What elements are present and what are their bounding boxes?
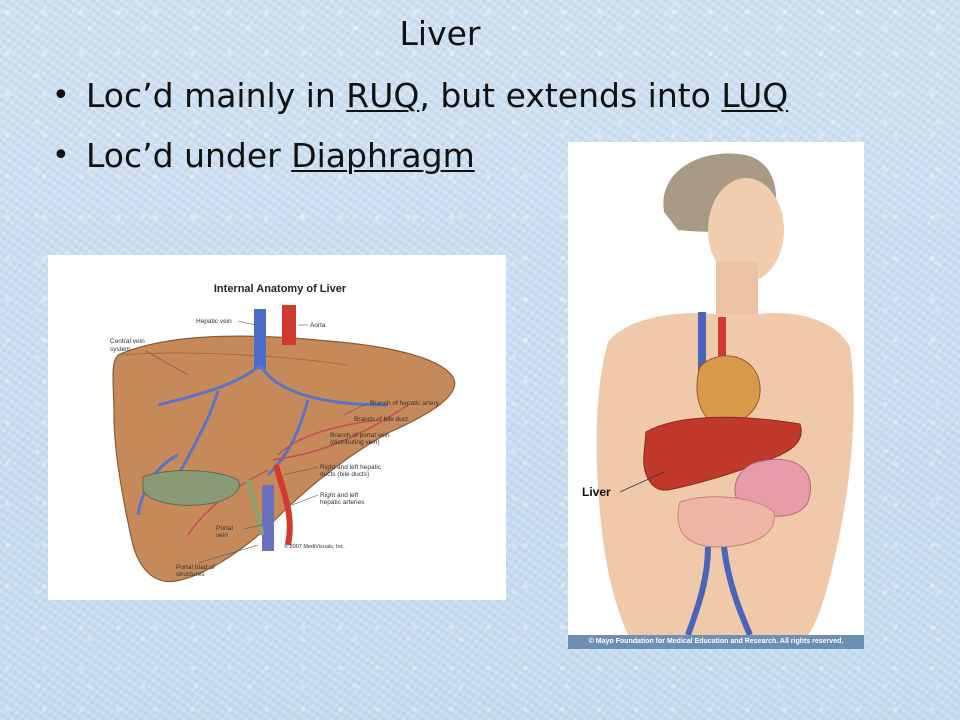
gallbladder-shape — [142, 470, 240, 506]
label-hepatic-ducts: Right and left hepatic — [320, 464, 382, 471]
bullet-text-part: Loc’d mainly in — [86, 76, 347, 115]
head-shape — [708, 178, 784, 282]
aorta-body-shape — [718, 317, 726, 372]
label-aorta: Aorta — [310, 322, 326, 329]
label-portal-triad: Portal triad of — [176, 564, 215, 571]
hepatic-vein-shape — [254, 309, 266, 369]
figure-title: Internal Anatomy of Liver — [214, 283, 347, 295]
bullet-list: • Loc’d mainly in RUQ, but extends into … — [52, 66, 788, 186]
bullet-text-part: Loc’d under — [86, 136, 292, 175]
label-portal-branch: Branch of portal vein — [330, 432, 390, 439]
liver-illustration: Internal Anatomy of Liver — [110, 283, 456, 583]
label-portal-vein: Portal — [216, 525, 234, 532]
figure-copyright: © 2007 MediVisuals, Inc. — [284, 543, 345, 550]
bullet-text: Loc’d mainly in RUQ, but extends into LU… — [86, 72, 788, 120]
bullet-item: • Loc’d under Diaphragm — [52, 126, 788, 186]
label-central-vein: Central vein — [110, 338, 145, 345]
label-portal-branch-2: (distributing vein) — [330, 439, 380, 446]
bullet-dot-icon: • — [52, 138, 70, 173]
underlined-term: RUQ — [346, 76, 420, 115]
underlined-term: LUQ — [721, 76, 789, 115]
label-central-vein-2: system — [110, 346, 131, 353]
slide-title: Liver — [399, 14, 481, 53]
label-liver: Liver — [582, 485, 611, 499]
aorta-shape — [282, 305, 296, 345]
underlined-term: Diaphragm — [291, 136, 475, 175]
bile-duct-shape — [245, 479, 265, 536]
label-hepatic-ducts-2: ducts (bile ducts) — [320, 471, 369, 478]
label-hepatic-arteries-2: hepatic arteries — [320, 499, 365, 506]
hepatic-artery-shape — [273, 464, 293, 546]
leader-lines — [145, 320, 369, 564]
leader-line-liver — [619, 471, 665, 493]
label-portal-triad-2: structures — [176, 571, 205, 578]
heart-shape — [696, 355, 761, 425]
figure-credit: © Mayo Foundation for Medical Education … — [568, 635, 864, 649]
liver-shading — [117, 352, 349, 366]
vena-cava-shape — [698, 312, 706, 382]
label-portal-vein-2: vein — [216, 532, 228, 539]
label-hepatic-arteries: Right and left — [320, 492, 358, 499]
body-illustration: Liver — [582, 153, 854, 637]
neck-shape — [716, 262, 758, 322]
intestine-shape — [677, 496, 775, 548]
label-hepatic-vein: Hepatic vein — [196, 318, 232, 325]
bullet-text-part: , but extends into — [419, 76, 722, 115]
bullet-text: Loc’d under Diaphragm — [86, 132, 475, 180]
bullet-dot-icon: • — [52, 78, 70, 113]
iliac-vein-left — [685, 546, 711, 636]
iliac-vein-right — [721, 546, 753, 637]
label-hepatic-artery: Branch of hepatic artery — [370, 400, 440, 407]
body-figure: Liver © Mayo Foundation for Medical Educ… — [568, 142, 864, 649]
portal-vein-shape — [262, 485, 274, 551]
bullet-item: • Loc’d mainly in RUQ, but extends into … — [52, 66, 788, 126]
internal-anatomy-figure: Internal Anatomy of Liver — [48, 255, 506, 600]
label-bile-duct: Branch of bile duct — [354, 416, 408, 423]
